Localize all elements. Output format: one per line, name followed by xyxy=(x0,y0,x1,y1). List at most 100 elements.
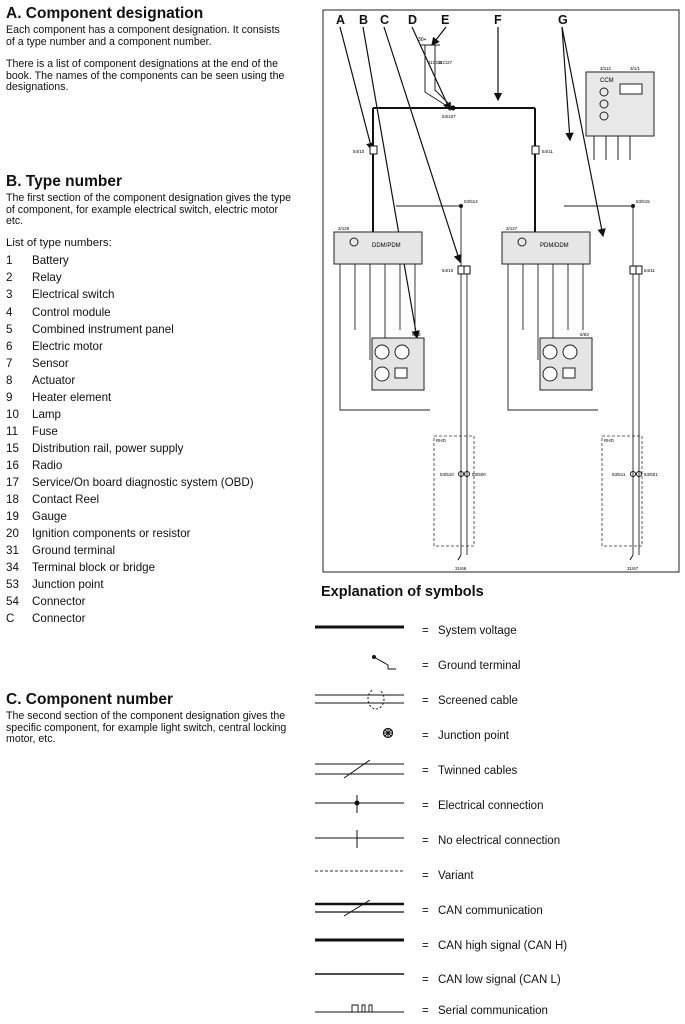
junction-point-icon xyxy=(382,727,394,739)
legend-row-serial-communication: = Serial communication xyxy=(312,1000,682,1024)
callout-b-arrow xyxy=(362,26,420,340)
fuse-supply-label: 30+ xyxy=(418,37,427,43)
ccm-name-label: CCM xyxy=(600,78,614,84)
fuse-label-b: 11C/27 xyxy=(438,60,453,65)
section-b-title: B. Type number xyxy=(6,173,122,190)
callout-e-arrow xyxy=(431,26,447,46)
ccm-module xyxy=(585,71,655,137)
section-a-para1: Each component has a component designati… xyxy=(6,24,280,48)
legend-row-electrical-connection: = Electrical connection xyxy=(312,795,682,819)
pdm-id-label: 3/127 xyxy=(506,226,518,231)
rhd-left-label: RHD xyxy=(436,438,446,443)
junction-top-label: 53/427 xyxy=(442,114,456,119)
legend-label: Electrical connection xyxy=(438,800,544,812)
section-c: C. Component number The second section o… xyxy=(6,691,296,746)
symbols-title: Explanation of symbols xyxy=(321,584,484,600)
fuse-label-a: 11C/26 xyxy=(428,60,443,65)
can-low-icon xyxy=(315,973,404,975)
junction-53-501-label: 53/501 xyxy=(644,472,658,477)
can-communication-icon xyxy=(315,900,404,917)
legend-row-no-electrical-connection: = No electrical connection xyxy=(312,830,682,854)
legend-row-ground-terminal: = Ground terminal xyxy=(312,655,682,679)
legend-label: System voltage xyxy=(438,625,517,637)
legend-row-system-voltage: = System voltage xyxy=(312,620,682,644)
legend-row-junction-point: = Junction point xyxy=(312,725,682,749)
legend-row-screened-cable: = Screened cable xyxy=(312,690,682,714)
motor-left-label: 6/62 xyxy=(412,332,421,337)
legend-label: CAN low signal (CAN L) xyxy=(438,974,561,986)
ground-left-label: 31/66 xyxy=(455,566,467,571)
section-a-title: A. Component designation xyxy=(6,5,204,22)
legend-label: CAN communication xyxy=(438,905,543,917)
serial-communication-icon xyxy=(315,1004,404,1013)
pdm-name-label: PDM/DDM xyxy=(540,243,569,249)
wiring-diagram: A B C D E F G 30+ 11C/26 11C/27 53/427 5 xyxy=(300,0,685,575)
diagram-frame xyxy=(322,9,680,573)
ddm-name-label: DDM/PDM xyxy=(372,243,401,249)
legend-label: Serial communication xyxy=(438,1005,548,1017)
rhd-right-label: RHD xyxy=(604,438,614,443)
screened-cable-icon xyxy=(315,690,404,710)
twinned-cables-icon xyxy=(315,760,404,779)
can-high-icon xyxy=(315,938,404,942)
junction-53-510-label: 53/510 xyxy=(440,472,454,477)
no-electrical-connection-icon xyxy=(315,830,404,848)
legend-label: Screened cable xyxy=(438,695,518,707)
callout-d: D xyxy=(408,13,417,27)
connector-left-mid-label: 54/10 xyxy=(442,268,454,273)
legend-label: Ground terminal xyxy=(438,660,521,672)
section-a: A. Component designation Each component … xyxy=(6,5,286,94)
legend-row-can-high: = CAN high signal (CAN H) xyxy=(312,935,682,959)
connector-right-mid-label: 54/11 xyxy=(644,268,655,273)
wiring-diagram-svg: A B C D E F G 30+ 11C/26 11C/27 53/427 5 xyxy=(322,9,680,573)
section-b: B. Type number The first section of the … xyxy=(6,173,296,627)
callout-c-arrow xyxy=(383,26,462,264)
connector-right-label: 54/11 xyxy=(542,149,553,154)
junction-53-514-label: 53/514 xyxy=(464,199,478,204)
legend-row-can-communication: = CAN communication xyxy=(312,900,682,924)
ddm-module xyxy=(333,231,423,265)
callout-b: B xyxy=(359,13,368,27)
ccm-side-label: 3/1/1 xyxy=(630,66,641,71)
callout-a: A xyxy=(336,13,345,27)
motor-right-label: 6/63 xyxy=(580,332,589,337)
callout-g-arrow xyxy=(561,26,574,142)
section-c-title: C. Component number xyxy=(6,691,174,708)
section-a-para2: There is a list of component designation… xyxy=(6,58,285,94)
ground-right-label: 31/67 xyxy=(627,566,639,571)
ddm-id-label: 3/126 xyxy=(338,226,350,231)
legend-label: Variant xyxy=(438,870,474,882)
legend-row-can-low: = CAN low signal (CAN L) xyxy=(312,969,682,993)
callout-f: F xyxy=(494,13,502,27)
callout-d-arrow xyxy=(411,26,451,112)
junction-53-500-label: 53/500 xyxy=(472,472,486,477)
variant-icon xyxy=(315,870,404,872)
legend-label: No electrical connection xyxy=(438,835,561,847)
legend-label: Junction point xyxy=(438,730,509,742)
legend-row-variant: = Variant xyxy=(312,865,682,889)
legend-label: CAN high signal (CAN H) xyxy=(438,940,568,952)
legend-row-twinned-cables: = Twinned cables xyxy=(312,760,682,784)
legend-label: Twinned cables xyxy=(438,765,518,777)
callout-c: C xyxy=(380,13,389,27)
section-b-para1: The first section of the component desig… xyxy=(6,192,292,228)
type-list-heading: List of type numbers: xyxy=(6,236,112,249)
